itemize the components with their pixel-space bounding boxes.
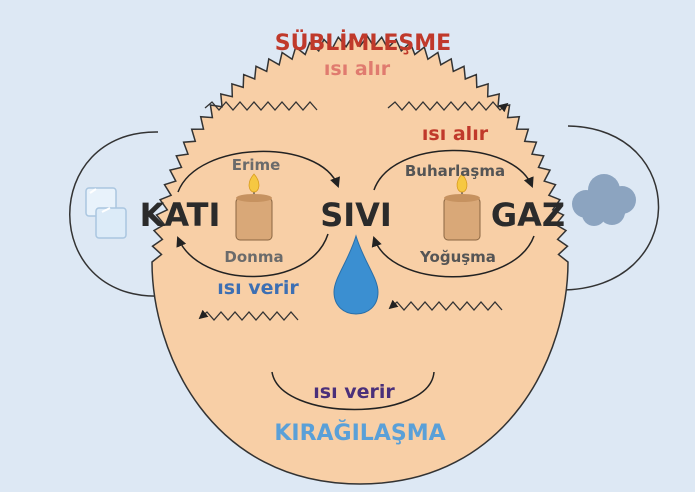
sublimation-wave-left bbox=[204, 101, 318, 111]
liquid-label: SIVI bbox=[320, 196, 392, 234]
gas-label: GAZ bbox=[491, 196, 565, 234]
deposition-wave-right bbox=[388, 299, 503, 311]
cloud-icon bbox=[572, 174, 636, 226]
deposition-wave-left bbox=[198, 309, 299, 321]
deposition-label: KIRAĞILAŞMA bbox=[274, 420, 445, 446]
mouth-arc bbox=[271, 371, 435, 411]
ice-cube-icon bbox=[85, 187, 127, 239]
freezing-label: Donma bbox=[224, 248, 283, 266]
sublimation-wave-right bbox=[387, 101, 509, 113]
evaporation-arrow bbox=[373, 149, 534, 191]
melting-arrow bbox=[177, 150, 340, 193]
candle-icon bbox=[443, 173, 481, 241]
water-drop-icon bbox=[333, 234, 379, 315]
candle-icon bbox=[235, 173, 273, 241]
sublimation-label: SÜBLİMLEŞME bbox=[275, 30, 451, 56]
freezing-arrow bbox=[176, 233, 329, 278]
evaporation-label: Buharlaşma bbox=[405, 162, 505, 180]
deposition-heat-label: ısı verir bbox=[313, 381, 395, 403]
left-ear-arc bbox=[69, 131, 161, 297]
melting-label: Erime bbox=[232, 156, 281, 174]
sublimation-heat-label: ısı alır bbox=[324, 58, 391, 80]
freezing-heat-label: ısı verir bbox=[217, 277, 299, 299]
solid-label: KATI bbox=[140, 196, 221, 234]
condensation-arrow bbox=[371, 235, 535, 278]
right-ear-arc bbox=[559, 125, 660, 291]
condensation-label: Yoğuşma bbox=[419, 248, 496, 266]
evaporation-heat-label: ısı alır bbox=[422, 123, 489, 145]
